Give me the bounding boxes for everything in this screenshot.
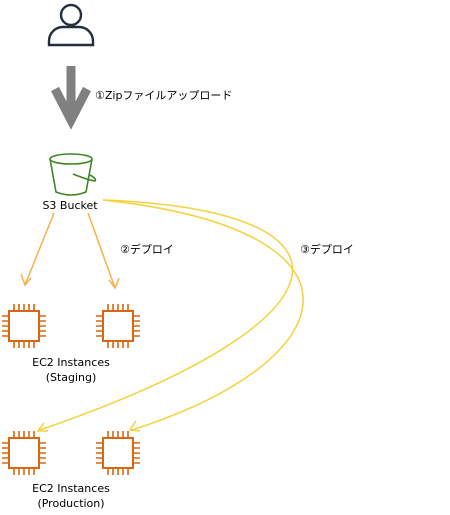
deploy-production-step-label: ③デプロイ (300, 243, 354, 256)
ec2-instance-staging-2-icon (95, 303, 141, 349)
ec2-instance-production-1-icon (1, 430, 47, 476)
deploy-arrow-production-right (102, 199, 304, 432)
s3-bucket-label: S3 Bucket (42, 199, 98, 212)
ec2-staging-env-label: (Staging) (45, 371, 97, 384)
upload-arrow (51, 66, 91, 130)
ec2-production-env-label: (Production) (37, 497, 105, 510)
deploy-arrow-staging-right (87, 212, 120, 290)
ec2-production-label: EC2 Instances (32, 482, 110, 495)
ec2-instance-production-2-icon (95, 430, 141, 476)
deploy-staging-step-label: ②デプロイ (120, 243, 174, 256)
upload-step-label: ①Zipファイルアップロード (95, 89, 233, 102)
deploy-arrow-staging-left (20, 212, 55, 287)
ec2-instance-staging-1-icon (1, 303, 47, 349)
s3-bucket-icon (49, 153, 97, 196)
ec2-staging-label: EC2 Instances (32, 356, 110, 369)
deploy-arrow-production-left (36, 199, 294, 432)
user-icon (47, 3, 95, 47)
